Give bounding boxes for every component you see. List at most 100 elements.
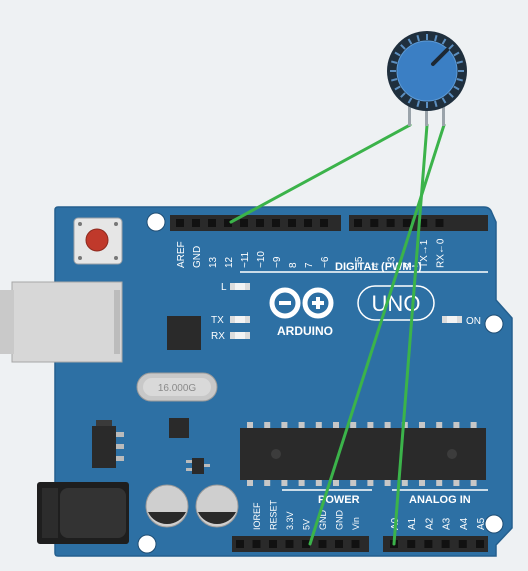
rx-led (230, 332, 250, 339)
pot-lead (442, 100, 445, 126)
pot-tooth (453, 85, 460, 91)
pin-hole[interactable] (256, 219, 264, 227)
pin-hole[interactable] (272, 219, 280, 227)
crystal-label: 16.000G (158, 383, 197, 394)
atmega-microcontroller (240, 422, 486, 486)
wire-a0[interactable] (392, 123, 429, 546)
pot-tooth (394, 51, 401, 57)
pin-hole[interactable] (351, 540, 360, 548)
mcu-leg (247, 478, 253, 486)
pin-hole[interactable] (320, 219, 328, 227)
potentiometer[interactable] (387, 31, 467, 126)
pot-tooth (453, 51, 460, 57)
mcu-leg (298, 422, 305, 430)
usb-chip (167, 316, 201, 350)
mcu-leg (470, 478, 477, 486)
pot-tooth (407, 97, 413, 104)
pin-label: RESET (269, 499, 279, 530)
mcu-leg (384, 422, 391, 430)
wire-gnd[interactable] (229, 123, 412, 224)
power-header-label: POWER (318, 494, 360, 506)
pin-hole[interactable] (192, 219, 200, 227)
pot-tooth (400, 92, 406, 98)
pin-hole[interactable] (302, 540, 310, 548)
mounting-hole (146, 212, 166, 232)
small-ic (169, 418, 189, 438)
pin-hole[interactable] (176, 219, 184, 227)
pin-label: 8 (288, 262, 299, 268)
pin-hole[interactable] (236, 540, 244, 548)
wires[interactable] (229, 123, 446, 546)
dc-power-jack (37, 482, 129, 544)
reset-button[interactable] (73, 217, 123, 265)
pin-hole[interactable] (288, 219, 296, 227)
mcu-leg (436, 422, 443, 430)
pin-hole[interactable] (402, 219, 411, 227)
mcu-leg (453, 478, 460, 486)
pin-label: 4 (370, 262, 381, 268)
pin-hole[interactable] (285, 540, 294, 548)
pin-hole[interactable] (354, 219, 362, 227)
pin-hole[interactable] (370, 219, 379, 227)
l-led-label: L (221, 282, 227, 293)
pin-hole[interactable] (252, 540, 261, 548)
pin-label: GND (192, 246, 203, 268)
digital-header-label: DIGITAL (PWM~) (335, 261, 422, 273)
pin-label: ~5 (354, 256, 365, 268)
pin-label: 3.3V (285, 511, 295, 530)
pin-hole[interactable] (407, 540, 416, 548)
mcu-leg (247, 422, 253, 430)
pot-tooth (407, 38, 413, 45)
pin-label: Vin (351, 517, 361, 530)
pin-hole[interactable] (441, 540, 450, 548)
mcu-leg (384, 478, 391, 486)
pin-hole[interactable] (458, 540, 467, 548)
mcu-leg (281, 422, 288, 430)
pin-hole[interactable] (224, 219, 232, 227)
mcu-leg (315, 422, 322, 430)
arduino-logo (269, 287, 334, 319)
mcu-leg (367, 422, 374, 430)
pin-hole[interactable] (269, 540, 277, 548)
pot-lead (408, 100, 411, 126)
pin-hole[interactable] (476, 540, 484, 548)
analog-header-bar (383, 536, 488, 552)
pin-label: ~11 (240, 251, 251, 268)
power-header-bar (232, 536, 369, 552)
mcu-leg (350, 422, 357, 430)
pot-tooth (416, 100, 420, 107)
pin-label: IOREF (252, 502, 262, 530)
mcu-leg (264, 422, 271, 430)
pin-label: AREF (176, 241, 187, 268)
pot-tooth (441, 97, 447, 104)
pin-label: RX←0 (436, 238, 447, 268)
on-led (442, 316, 462, 323)
mounting-hole (484, 314, 504, 334)
pin-hole[interactable] (435, 219, 444, 227)
pin-hole[interactable] (386, 219, 395, 227)
pot-tooth (416, 35, 420, 42)
pot-tooth (394, 85, 401, 91)
pin-hole[interactable] (304, 219, 312, 227)
pin-hole[interactable] (318, 540, 327, 548)
tx-led-label: TX (211, 315, 224, 326)
rx-led-label: RX (211, 331, 225, 342)
l-led (230, 283, 250, 290)
pot-lead (425, 100, 428, 126)
mcu-leg (436, 478, 443, 486)
arduino-uno-board[interactable]: 16.000G L (0, 206, 513, 557)
pin-hole[interactable] (335, 540, 343, 548)
mcu-leg (298, 478, 305, 486)
pot-tooth (448, 44, 454, 50)
mcu-leg (401, 478, 408, 486)
pin-hole[interactable] (208, 219, 216, 227)
pin-hole[interactable] (424, 540, 433, 548)
mounting-hole (484, 514, 504, 534)
pin-label: ~9 (272, 256, 283, 268)
pin-label: A1 (407, 517, 418, 530)
pin-hole[interactable] (240, 219, 248, 227)
pot-knob-indicator (431, 48, 449, 66)
pin-hole[interactable] (419, 219, 428, 227)
pot-knob-teeth (390, 34, 464, 108)
